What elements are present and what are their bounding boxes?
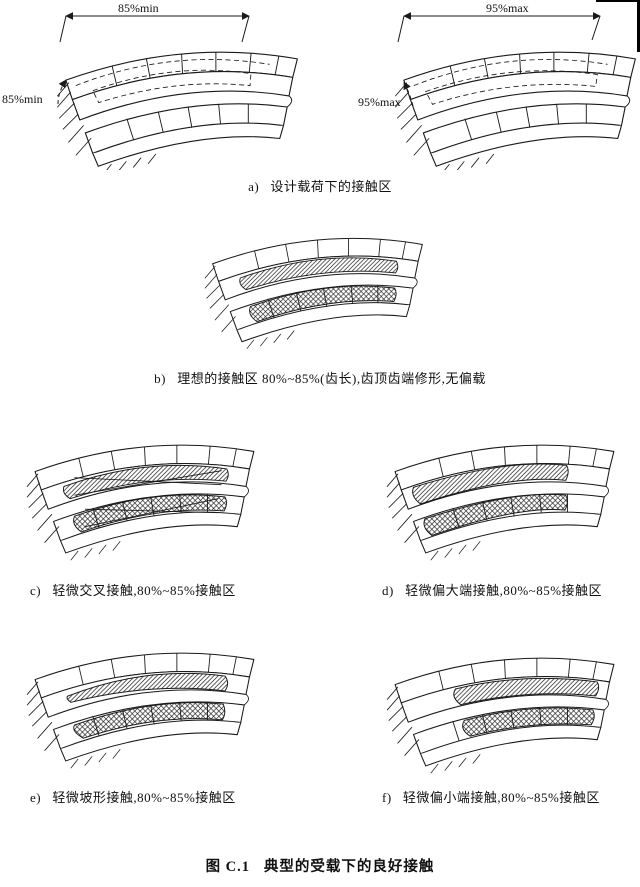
dim-label-95max-top: 95%max: [486, 1, 529, 15]
figure-a-left-sketch: 85%min 85%min: [0, 0, 305, 170]
scan-edge-mark-right: [637, 0, 640, 52]
contact-patch-upper: [62, 464, 229, 500]
contact-zone-dashed: [75, 59, 270, 104]
gear-sketch-b: [204, 237, 423, 349]
figure-c-sketch: [22, 432, 267, 568]
contact-patch-upper: [412, 463, 569, 505]
caption-e: e) 轻微坡形接触,80%~85%接触区: [30, 790, 236, 805]
gear-sketch-e: [26, 652, 255, 769]
dimension-line: [59, 12, 250, 43]
contact-patch-lower: [73, 494, 228, 533]
caption-c: c) 轻微交叉接触,80%~85%接触区: [30, 583, 236, 598]
leader-arrow: [403, 81, 414, 107]
figure-f-sketch: [382, 645, 627, 781]
contact-patch-lower: [423, 493, 568, 536]
contact-patch-lower: [249, 285, 397, 323]
gear-sketch-d: [386, 444, 615, 561]
gear-sketch-f: [386, 657, 615, 774]
figure-title: 图 C.1 典型的受载下的良好接触: [205, 859, 435, 875]
scan-edge-mark-top: [596, 0, 640, 2]
caption-f: f) 轻微偏小端接触,80%~85%接触区: [382, 790, 600, 805]
gear-sketch-a-left: [57, 12, 298, 170]
contact-zone-dashed: [413, 59, 608, 105]
contact-patch-upper: [66, 672, 229, 703]
dim-label-85min-side: 85%min: [2, 92, 43, 106]
contact-patch-upper: [453, 677, 600, 706]
figure-b-sketch: [200, 226, 435, 356]
caption-d: d) 轻微偏大端接触,80%~85%接触区: [382, 583, 603, 598]
gear-sketch-a-right: [395, 12, 636, 170]
figure-e-sketch: [22, 640, 267, 776]
caption-a: a) 设计载荷下的接触区: [248, 179, 392, 194]
contact-patch-upper: [239, 257, 399, 291]
dim-label-85min-top: 85%min: [118, 1, 159, 15]
figure-a-right-sketch: 95%max 95%max: [338, 0, 640, 170]
gear-sketch-c: [26, 444, 255, 561]
figure-d-sketch: [382, 432, 627, 568]
dimension-line: [397, 12, 601, 43]
dim-label-95max-side: 95%max: [358, 95, 401, 109]
cross-lines-lower: [84, 498, 219, 528]
cross-lines-upper: [74, 470, 222, 496]
caption-b: b) 理想的接触区 80%~85%(齿长),齿顶齿端修形,无偏载: [154, 371, 486, 386]
leader-arrow: [57, 79, 67, 105]
contact-patch-lower: [73, 702, 226, 739]
contact-patch-lower: [462, 707, 595, 737]
